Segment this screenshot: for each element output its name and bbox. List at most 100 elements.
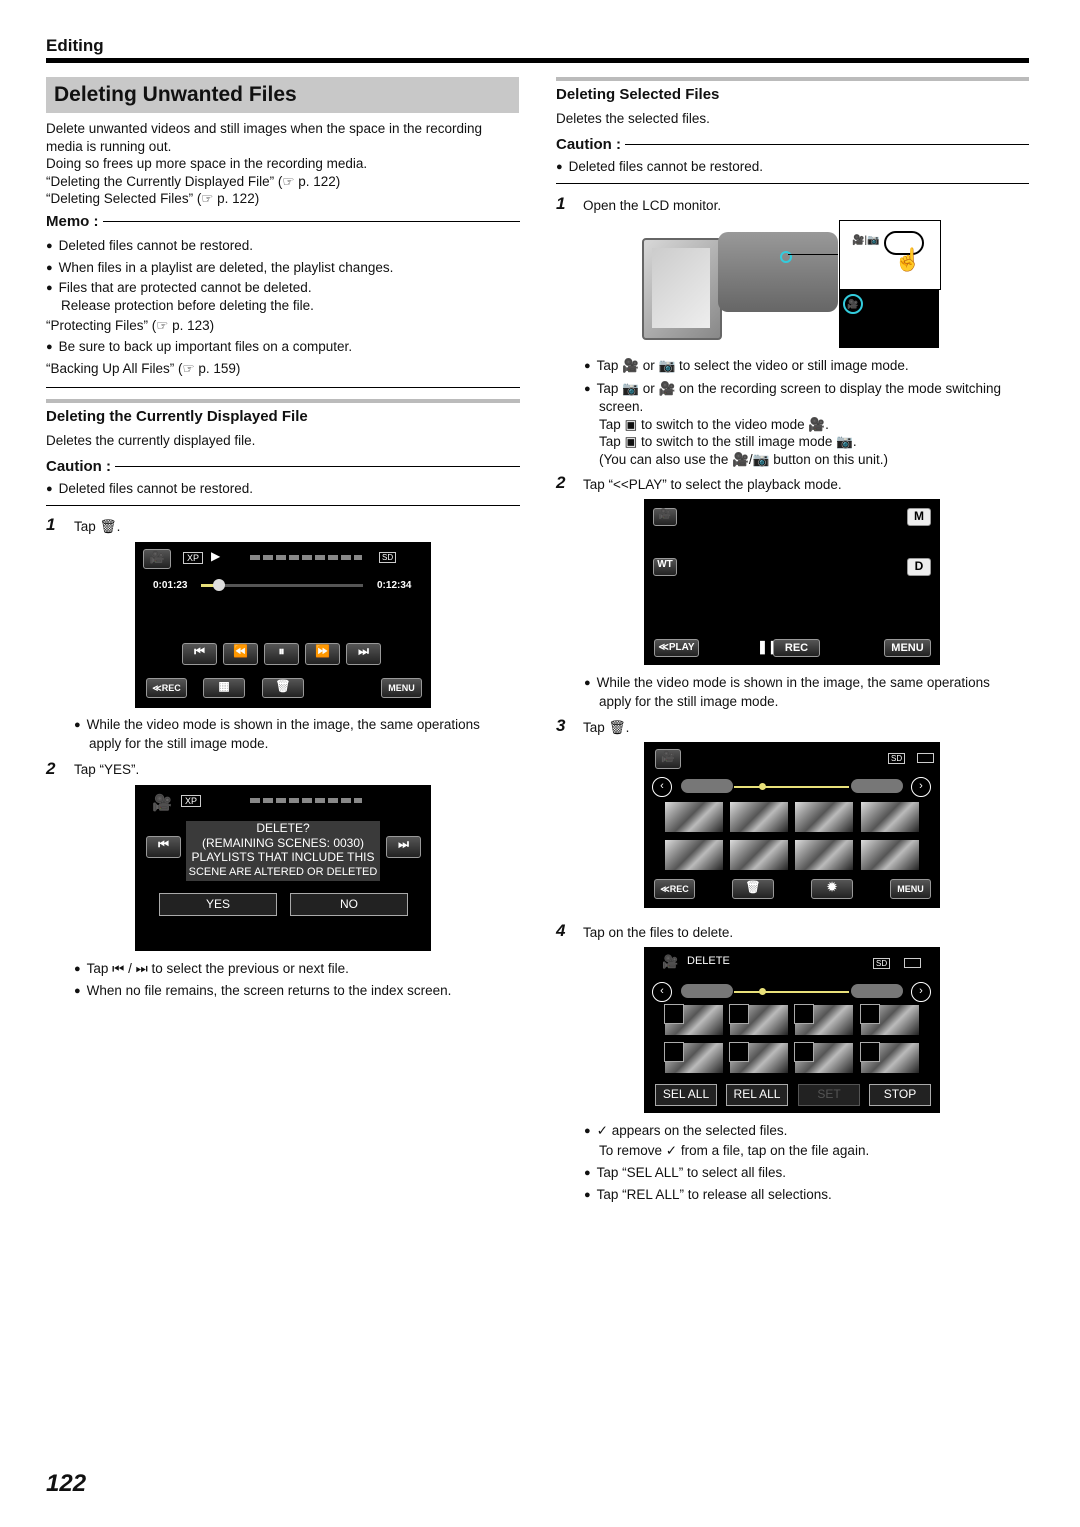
wt-button[interactable]: WT (653, 558, 677, 576)
menu-button[interactable]: MENU (381, 678, 422, 698)
m-button[interactable]: M (907, 508, 931, 526)
trash-icon[interactable]: 🗑 (262, 678, 304, 698)
next-page-button[interactable]: › (911, 982, 931, 1002)
sd-badge: SD (379, 552, 397, 563)
caution-box: Caution : ●Deleted files cannot be resto… (556, 136, 1029, 184)
ref-link[interactable]: “Backing Up All Files” (☞ p. 159) (46, 361, 241, 376)
play-button[interactable]: ≪PLAY (654, 639, 699, 657)
video-mode-icon[interactable]: 🎥 (653, 508, 677, 526)
select-checkbox[interactable] (664, 1004, 684, 1024)
playback-screen: 🎥 XP ▶ SD 0:01:23 0:12:34 ⏮ ⏪ ⏸ ⏩ ⏭ ≪REC… (135, 542, 431, 708)
settings-icon[interactable]: ✹ (811, 879, 853, 899)
section-heading: Deleting the Currently Displayed File (46, 408, 308, 425)
next-file-button[interactable]: ⏭ (386, 836, 421, 858)
stop-button[interactable]: STOP (869, 1084, 931, 1106)
select-checkbox[interactable] (860, 1042, 880, 1062)
menu-button[interactable]: MENU (884, 639, 931, 657)
prev-page-button[interactable]: ‹ (652, 777, 672, 797)
note: apply for the still image mode. (89, 735, 269, 751)
select-checkbox[interactable] (860, 1004, 880, 1024)
time-start: 0:01:23 (153, 580, 188, 591)
battery-icon (904, 958, 921, 968)
timestamp-bar (250, 798, 362, 803)
step-number: 1 (46, 515, 56, 534)
fast-forward-button[interactable]: ⏩ (305, 643, 340, 665)
skip-back-button[interactable]: ⏮ (182, 643, 217, 665)
video-mode-icon[interactable]: 🎥 (143, 549, 171, 569)
release-all-button[interactable]: REL ALL (726, 1084, 788, 1106)
page-title: Deleting Unwanted Files (54, 83, 297, 106)
caution-item: Deleted files cannot be restored. (568, 159, 764, 174)
section-heading: Deleting Selected Files (556, 86, 720, 103)
dialog-line: SCENE ARE ALTERED OR DELETED (188, 865, 378, 878)
skip-forward-button[interactable]: ⏭ (346, 643, 381, 665)
seek-track[interactable] (201, 579, 363, 591)
step-text: Tap on the files to delete. (583, 925, 734, 940)
select-checkbox[interactable] (794, 1004, 814, 1024)
prev-page-button[interactable]: ‹ (652, 982, 672, 1002)
delete-confirm-screen: 🎥 XP ⏮ DELETE? (REMAINING SCENES: 0030) … (135, 785, 431, 951)
time-end: 0:12:34 (377, 580, 412, 591)
rec-button[interactable]: ≪REC (146, 678, 187, 698)
note: When no file remains, the screen returns… (86, 983, 452, 998)
next-page-button[interactable]: › (911, 777, 931, 797)
menu-button[interactable]: MENU (890, 879, 931, 899)
page-number: 122 (46, 1470, 87, 1497)
step-text: Tap “YES”. (74, 762, 140, 777)
dialog-line: DELETE? (256, 821, 310, 835)
yes-button[interactable]: YES (159, 893, 277, 916)
thumbnail[interactable] (665, 840, 723, 870)
thumbnail[interactable] (665, 802, 723, 832)
rec-button[interactable]: ≪REC (654, 879, 695, 899)
ref-link[interactable]: “Protecting Files” (☞ p. 123) (46, 318, 215, 333)
note: apply for the still image mode. (599, 693, 779, 709)
caution-item: Deleted files cannot be restored. (58, 481, 254, 496)
timestamp-bar (250, 555, 362, 560)
thumbnail[interactable] (730, 840, 788, 870)
thumbnail[interactable] (861, 802, 919, 832)
pause-button[interactable]: ⏸ (264, 643, 299, 665)
ref-link[interactable]: “Deleting Selected Files” (☞ p. 122) (46, 191, 260, 206)
lcd-monitor (642, 238, 722, 340)
previous-file-button[interactable]: ⏮ (146, 836, 181, 858)
page-slider[interactable] (734, 786, 849, 788)
index-icon[interactable]: ▦ (203, 678, 245, 698)
ref-link[interactable]: “Deleting the Currently Displayed File” … (46, 173, 341, 189)
select-checkbox[interactable] (729, 1004, 749, 1024)
step-number: 3 (556, 716, 566, 735)
page-slider[interactable] (734, 991, 849, 993)
note: Tap “REL ALL” to release all selections. (596, 1187, 832, 1202)
select-checkbox[interactable] (794, 1042, 814, 1062)
memo-item: Release protection before deleting the f… (61, 298, 314, 313)
memo-item: Deleted files cannot be restored. (58, 238, 254, 253)
seek-handle[interactable] (212, 579, 225, 591)
caution-label: Caution : (46, 458, 111, 475)
select-all-button[interactable]: SEL ALL (655, 1084, 717, 1106)
d-button[interactable]: D (907, 558, 931, 576)
mode-switch-callout: 🎥|📷 ☝ (839, 220, 941, 290)
sd-badge: SD (888, 753, 906, 764)
thumbnail[interactable] (730, 802, 788, 832)
lcd-inset: 🎥 (839, 290, 939, 348)
select-checkbox[interactable] (729, 1042, 749, 1062)
rec-button[interactable]: REC (773, 639, 820, 657)
select-checkbox[interactable] (664, 1042, 684, 1062)
trash-icon[interactable]: 🗑 (732, 879, 774, 899)
no-button[interactable]: NO (290, 893, 408, 916)
hand-icon: ☝ (894, 247, 922, 272)
intro-line: Doing so frees up more space in the reco… (46, 156, 368, 171)
note: Tap 📷 or 🎥 on the recording screen to di… (596, 380, 1001, 396)
dialog-line: (REMAINING SCENES: 0030) (201, 835, 365, 850)
set-button[interactable]: SET (798, 1084, 860, 1106)
thumbnail[interactable] (861, 840, 919, 870)
thumbnail[interactable] (795, 840, 853, 870)
intro-line: Delete unwanted videos and still images … (46, 121, 483, 136)
camera-body (718, 232, 838, 312)
rewind-button[interactable]: ⏪ (223, 643, 258, 665)
thumbnail[interactable] (795, 802, 853, 832)
delete-select-screen: 🎥 DELETE SD ‹ › SEL ALL REL ALL SET STOP (644, 947, 940, 1113)
play-icon: ▶ (211, 549, 221, 563)
video-mode-icon[interactable]: 🎥 (655, 749, 681, 769)
section-desc: Deletes the selected files. (556, 111, 710, 126)
mode-button (884, 231, 924, 255)
